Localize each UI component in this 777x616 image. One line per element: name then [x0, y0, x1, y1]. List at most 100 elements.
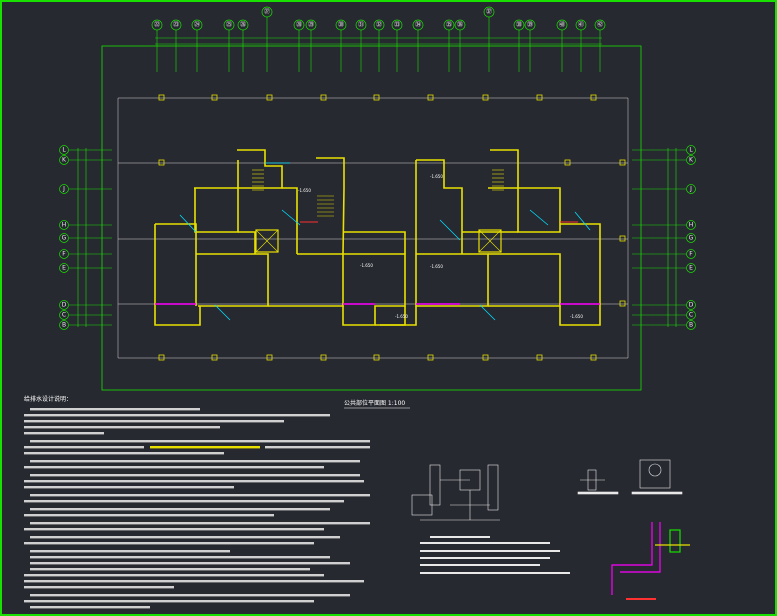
svg-text:㉜: ㉜	[376, 21, 382, 29]
pipes-cyan	[179, 162, 591, 321]
axis-bubble-top: ㉕	[223, 19, 235, 31]
axis-bubble-top: ㉙	[305, 19, 317, 31]
left-axis-lines	[69, 148, 112, 327]
axis-bubble-top: ㉖	[237, 19, 249, 31]
axis-bubble-top: ㉝	[391, 19, 403, 31]
axis-bubble-top: ㊷	[594, 19, 606, 31]
svg-text:㉙: ㉙	[308, 21, 314, 29]
elevation-label: -1.650	[360, 263, 373, 268]
axis-bubble-right: C	[686, 310, 696, 320]
top-axis-lines	[155, 17, 602, 72]
axis-bubble-top: ㊲	[483, 6, 495, 18]
svg-text:㉛: ㉛	[358, 21, 364, 29]
axis-bubble-top: ㉚	[335, 19, 347, 31]
axis-bubble-right: K	[686, 155, 696, 165]
axis-bubble-top: ㉒	[151, 19, 163, 31]
notes-title: 给排水设计说明：	[24, 395, 72, 403]
axis-bubble-right: J	[686, 184, 696, 194]
right-axis-bubbles: L K J H G F E D C B	[686, 145, 696, 330]
axis-bubble-top: ㊴	[524, 19, 536, 31]
walls-left-unit	[154, 149, 406, 326]
svg-text:J: J	[62, 186, 65, 193]
elevation-label: -1.650	[430, 174, 443, 179]
detail-drawing-pipe	[611, 522, 690, 600]
svg-text:㊱: ㊱	[457, 21, 463, 29]
axis-bubble-left: G	[59, 233, 69, 243]
elevator-shafts	[255, 229, 502, 253]
axis-bubble-top: ㊶	[575, 19, 587, 31]
axis-bubble-left: E	[59, 263, 69, 273]
svg-text:㉒: ㉒	[154, 21, 160, 29]
axis-bubble-left: F	[59, 249, 69, 259]
axis-bubble-top: ㉞	[412, 19, 424, 31]
plan-border	[101, 45, 642, 391]
axis-bubble-top: ㉓	[170, 19, 182, 31]
svg-text:C: C	[689, 312, 693, 319]
svg-text:E: E	[689, 265, 693, 272]
svg-text:㊳: ㊳	[516, 21, 522, 29]
axis-bubble-left: D	[59, 300, 69, 310]
axis-bubble-top: ㉔	[191, 19, 203, 31]
svg-text:B: B	[689, 322, 693, 329]
detail-drawing-small	[577, 459, 683, 495]
svg-text:㉖: ㉖	[240, 21, 246, 29]
svg-text:㉕: ㉕	[226, 21, 232, 29]
axis-bubble-left: L	[59, 145, 69, 155]
axis-bubble-right: L	[686, 145, 696, 155]
axis-bubble-top: ㊳	[513, 19, 525, 31]
svg-text:㉗: ㉗	[264, 8, 270, 16]
elevation-label: -1.650	[298, 188, 311, 193]
svg-text:G: G	[62, 235, 67, 242]
svg-text:F: F	[689, 251, 693, 258]
svg-text:D: D	[689, 302, 694, 309]
axis-bubble-left: K	[59, 155, 69, 165]
axis-bubble-left: B	[59, 320, 69, 330]
svg-text:L: L	[689, 147, 693, 154]
svg-text:H: H	[689, 222, 694, 229]
svg-text:㊶: ㊶	[578, 21, 584, 29]
svg-text:㊷: ㊷	[597, 21, 603, 29]
svg-text:㉓: ㉓	[173, 21, 179, 29]
svg-text:㉞: ㉞	[415, 21, 421, 29]
stairs	[252, 169, 504, 217]
notes-text-block	[24, 408, 370, 609]
axis-bubble-top: ㉘	[293, 19, 305, 31]
svg-text:㉝: ㉝	[394, 21, 400, 29]
top-axis-bubbles: ㉒ ㉓ ㉔ ㉕ ㉖ ㉗ ㉘ ㉙ ㉚ ㉛ ㉜ ㉝ ㉞ ㉟ ㊱ ㊲ ㊳ ㊴ ㊵ ㊶ …	[151, 6, 606, 31]
right-axis-lines	[632, 148, 686, 327]
column-markers	[158, 94, 626, 361]
svg-text:K: K	[62, 157, 67, 164]
axis-bubble-top: ㉗	[261, 6, 273, 18]
svg-text:㉘: ㉘	[296, 21, 302, 29]
svg-text:K: K	[689, 157, 694, 164]
axis-bubble-right: G	[686, 233, 696, 243]
axis-bubble-right: F	[686, 249, 696, 259]
axis-bubble-right: B	[686, 320, 696, 330]
detail-underline	[420, 536, 570, 574]
axis-bubble-right: H	[686, 220, 696, 230]
svg-text:J: J	[689, 186, 692, 193]
elevation-label: -1.650	[570, 314, 583, 319]
axis-bubble-top: ㊱	[454, 19, 466, 31]
elevation-label: -1.650	[430, 264, 443, 269]
svg-text:㊲: ㊲	[486, 8, 492, 16]
svg-text:G: G	[689, 235, 694, 242]
svg-text:L: L	[62, 147, 66, 154]
plan-title: 公共部位平面图 1:100	[344, 399, 405, 407]
axis-bubble-top: ㉛	[355, 19, 367, 31]
elevation-labels: -1.650 -1.650 -1.650 -1.650 -1.650 -1.65…	[298, 174, 583, 319]
svg-text:B: B	[62, 322, 66, 329]
walls-right-unit	[380, 149, 601, 326]
svg-text:C: C	[62, 312, 66, 319]
svg-text:㉚: ㉚	[338, 21, 344, 29]
axis-bubble-top: ㉟	[443, 19, 455, 31]
axis-bubble-top: ㉜	[373, 19, 385, 31]
svg-text:H: H	[62, 222, 67, 229]
svg-text:㉔: ㉔	[194, 21, 200, 29]
left-axis-bubbles: L K J H G F E D C B	[59, 145, 69, 330]
axis-bubble-left: J	[59, 184, 69, 194]
svg-text:E: E	[62, 265, 66, 272]
elevation-label: -1.650	[395, 314, 408, 319]
